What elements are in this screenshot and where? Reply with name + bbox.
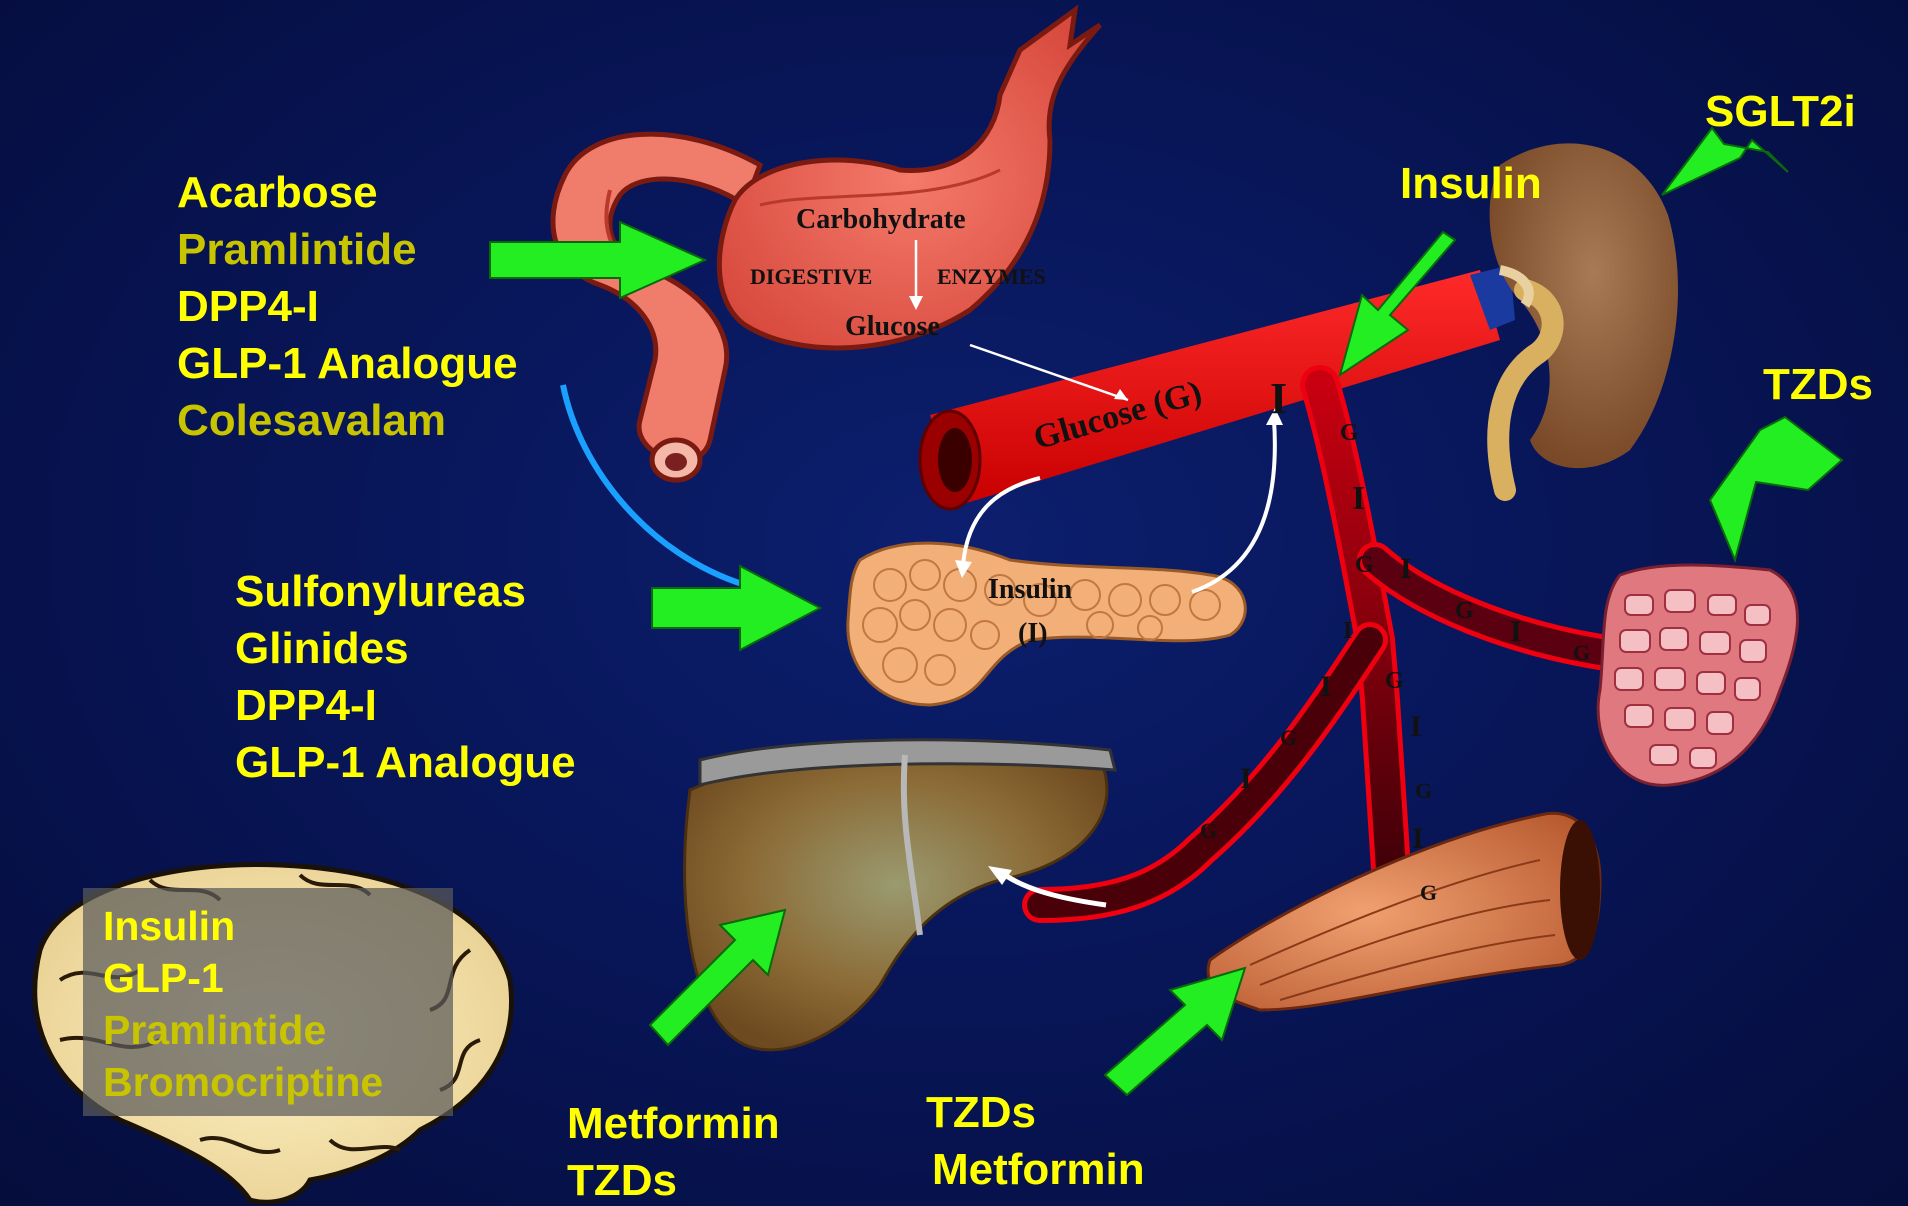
vessel-letter: G: [1573, 640, 1590, 666]
vessel-letter: I: [1400, 552, 1412, 586]
drug-sglt2i: SGLT2i: [1705, 83, 1856, 140]
stomach-glucose-label: Glucose: [845, 311, 940, 343]
vessel-letter: G: [1415, 778, 1432, 804]
vessel-letter: G: [1385, 668, 1404, 695]
vessel-insulin-mark: I: [1270, 373, 1287, 424]
drug-insulin-vessel: Insulin: [1400, 155, 1542, 212]
drug-pramlintide: Pramlintide: [83, 1004, 453, 1056]
vessel-letter: G: [1420, 880, 1437, 906]
drug-bromocriptine: Bromocriptine: [83, 1056, 453, 1108]
vessel-letter: G: [1340, 420, 1359, 447]
drug-glp1-analogue: GLP-1 Analogue: [235, 734, 576, 791]
vessel-letter: I: [1240, 762, 1252, 796]
drug-tzds: TZDs: [926, 1084, 1036, 1141]
vessel-letter: G: [1355, 552, 1374, 579]
drug-dpp4i: DPP4-I: [235, 677, 377, 734]
drug-glp1: GLP-1: [83, 952, 453, 1004]
vessel-letter: G: [1455, 598, 1474, 625]
drug-sulfonylureas: Sulfonylureas: [235, 563, 526, 620]
drug-glinides: Glinides: [235, 620, 409, 677]
stomach-enzymes-right-label: ENZYMES: [937, 264, 1046, 290]
arrow-adipose: [1710, 417, 1842, 560]
pancreas-insulin-symbol: (I): [1018, 618, 1048, 650]
drug-insulin: Insulin: [83, 888, 453, 952]
vessel-letter: G: [1200, 818, 1217, 844]
stomach-enzymes-left-label: DIGESTIVE: [750, 264, 872, 290]
drug-acarbose: Acarbose: [177, 164, 378, 221]
drug-metformin: Metformin: [567, 1095, 780, 1152]
drug-colesavalam: Colesavalam: [177, 392, 446, 449]
vessel-letter: G: [1280, 725, 1297, 751]
pancreas-insulin-label: Insulin: [988, 574, 1072, 606]
brain-drug-list: Insulin GLP-1 Pramlintide Bromocriptine: [83, 888, 453, 1116]
vessel-letter: I: [1320, 670, 1332, 704]
arrow-muscle: [1105, 968, 1245, 1095]
vessel-letter: I: [1510, 615, 1522, 649]
drug-glp1-analogue: GLP-1 Analogue: [177, 335, 518, 392]
drug-pramlintide: Pramlintide: [177, 221, 417, 278]
drug-tzds: TZDs: [567, 1152, 677, 1206]
drug-dpp4i: DPP4-I: [177, 278, 319, 335]
arrow-pancreas: [652, 566, 820, 650]
vessel-letter: I: [1412, 822, 1424, 856]
vessel-letter: I: [1343, 618, 1352, 645]
vessel-letter: I: [1410, 710, 1422, 744]
stomach-carbohydrate-label: Carbohydrate: [796, 204, 966, 236]
adipose-tissue: [1598, 565, 1797, 785]
blood-vessel: [920, 265, 1515, 509]
drug-tzds-adipose: TZDs: [1763, 356, 1873, 413]
vessel-letter: I: [1352, 480, 1365, 518]
drug-metformin: Metformin: [932, 1141, 1145, 1198]
